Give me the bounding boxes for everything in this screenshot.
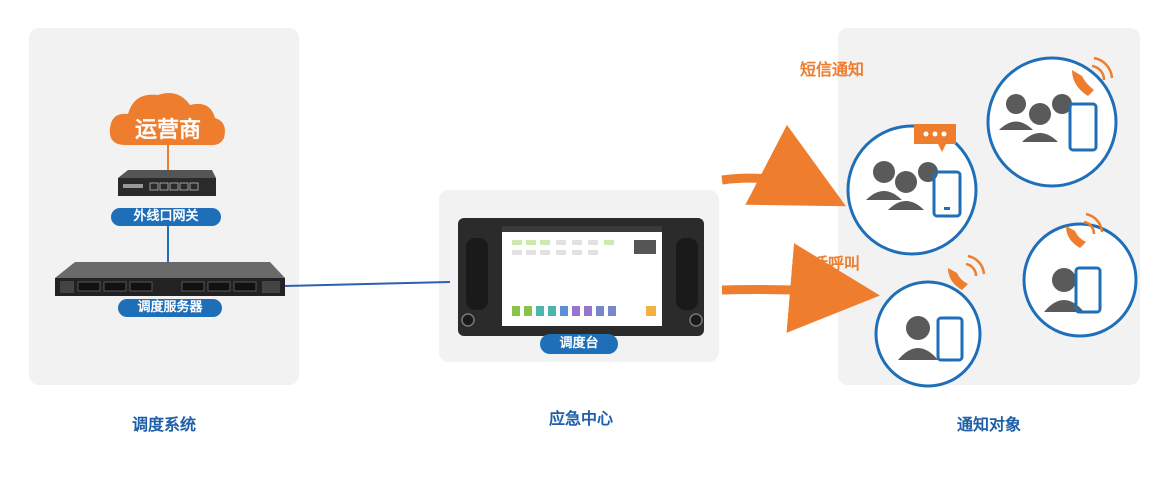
dispatch-system-panel (29, 28, 299, 385)
emergency-center-caption: 应急中心 (548, 409, 613, 428)
call-arrow (721, 243, 880, 333)
carrier-cloud-label: 运营商 (134, 118, 201, 143)
gateway-device-icon (118, 170, 216, 196)
target-individual-call-icon (874, 254, 986, 388)
carrier-cloud-icon (109, 92, 225, 146)
sms-notification-label: 短信通知 (800, 60, 865, 79)
target-group-sms-icon (846, 124, 978, 256)
target-individual-call-right-icon (1022, 212, 1138, 338)
dispatch-console-label: 调度台 (540, 334, 618, 354)
dispatch-console-icon (458, 218, 704, 336)
phone-call-label: 电话呼叫 (796, 254, 861, 273)
dispatch-system-caption: 调度系统 (131, 415, 196, 434)
notification-targets-caption: 通知对象 (956, 415, 1021, 434)
gateway-label: 外线口网关 (111, 208, 221, 226)
server-rack-icon (55, 262, 285, 296)
sms-arrow (721, 124, 846, 207)
server-label: 调度服务器 (118, 299, 222, 317)
target-group-call-icon (986, 56, 1118, 188)
server-console-link (284, 281, 451, 287)
